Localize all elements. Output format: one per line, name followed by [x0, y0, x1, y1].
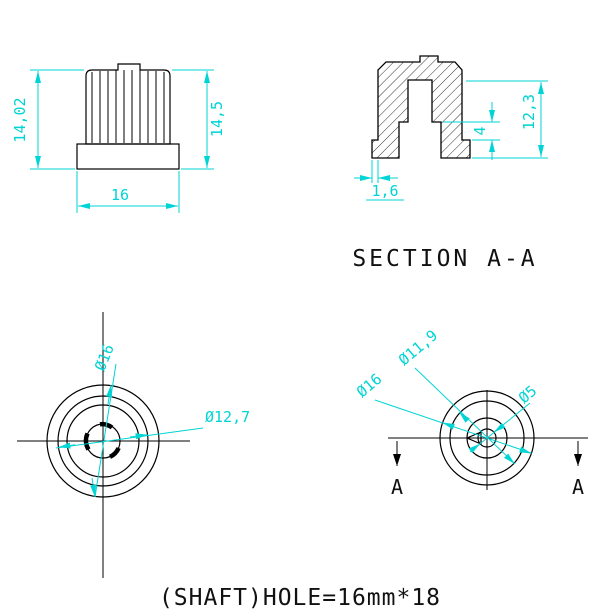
serration-arc [83, 432, 91, 451]
dim-value-depth: 12,3 [520, 94, 538, 130]
leader-arrow [519, 446, 532, 454]
circle-shaft [477, 428, 497, 448]
dim-height-right: 14,5 [172, 69, 226, 170]
dim-value-height-right: 14,5 [208, 101, 226, 137]
section-cut-left: A [391, 441, 403, 499]
circle-knurl [57, 395, 149, 487]
serration-arc [108, 446, 121, 459]
leader-line [55, 427, 204, 449]
dia-value-12-7: Ø12,7 [205, 408, 250, 426]
dim-value-width: 16 [111, 186, 129, 204]
dia-leader-16-right: Ø16 [353, 370, 532, 454]
shaft-hole-note: (SHAFT)HOLE=16mm*18 [159, 585, 441, 611]
dia-value-16-left: Ø16 [91, 342, 118, 374]
circle-flange [46, 384, 160, 498]
cut-label-right: A [572, 475, 584, 499]
front-view: 14,02 14,5 16 [11, 63, 226, 213]
dia-leader-12-7: Ø12,7 [55, 408, 250, 449]
leader-arrow [90, 477, 97, 498]
knurl-lines [91, 70, 165, 143]
pointer-wedge [465, 431, 482, 445]
leader-arrow [58, 442, 76, 449]
dim-value-height-left: 14,02 [11, 97, 29, 142]
section-outline [371, 55, 471, 159]
circle-body [66, 404, 140, 478]
dim-value-wall: 1,6 [371, 182, 398, 200]
dim-value-step: 4 [471, 126, 489, 135]
circle-flange [439, 390, 535, 486]
circle-knurl [449, 400, 525, 476]
dia-value-16-right: Ø16 [353, 370, 385, 401]
section-cut-right: A [572, 441, 584, 499]
dia-leader-11-9: Ø11,9 [395, 326, 516, 465]
leader-arrow [129, 433, 148, 440]
dim-width-bottom: 16 [76, 171, 180, 213]
leader-arrow [504, 453, 516, 465]
leader-arrow [468, 443, 481, 454]
leader-line [94, 363, 117, 498]
knob-flange-outline [76, 143, 180, 170]
leader-arrow [493, 422, 506, 433]
dim-wall-thickness: 1,6 [354, 160, 404, 201]
dim-step-height: 4 [443, 102, 500, 160]
section-title: SECTION A-A [352, 246, 537, 272]
leader-arrow [442, 422, 455, 430]
plan-view-right: A A Ø11,9 Ø16 Ø5 [353, 326, 588, 499]
leader-line [414, 367, 516, 465]
plan-view-left: Ø16 Ø12,7 [17, 312, 250, 578]
cut-label-left: A [391, 475, 403, 499]
dia-leader-16-left: Ø16 [90, 342, 118, 498]
leader-arrow [106, 384, 113, 405]
leader-arrow [458, 411, 470, 423]
dia-value-11-9: Ø11,9 [395, 326, 441, 369]
knob-body-outline [85, 63, 171, 145]
dim-height-left: 14,02 [11, 69, 84, 170]
section-view: 1,6 4 12,3 SECTION A-A [352, 55, 548, 272]
dim-hole-depth: 12,3 [466, 80, 548, 159]
